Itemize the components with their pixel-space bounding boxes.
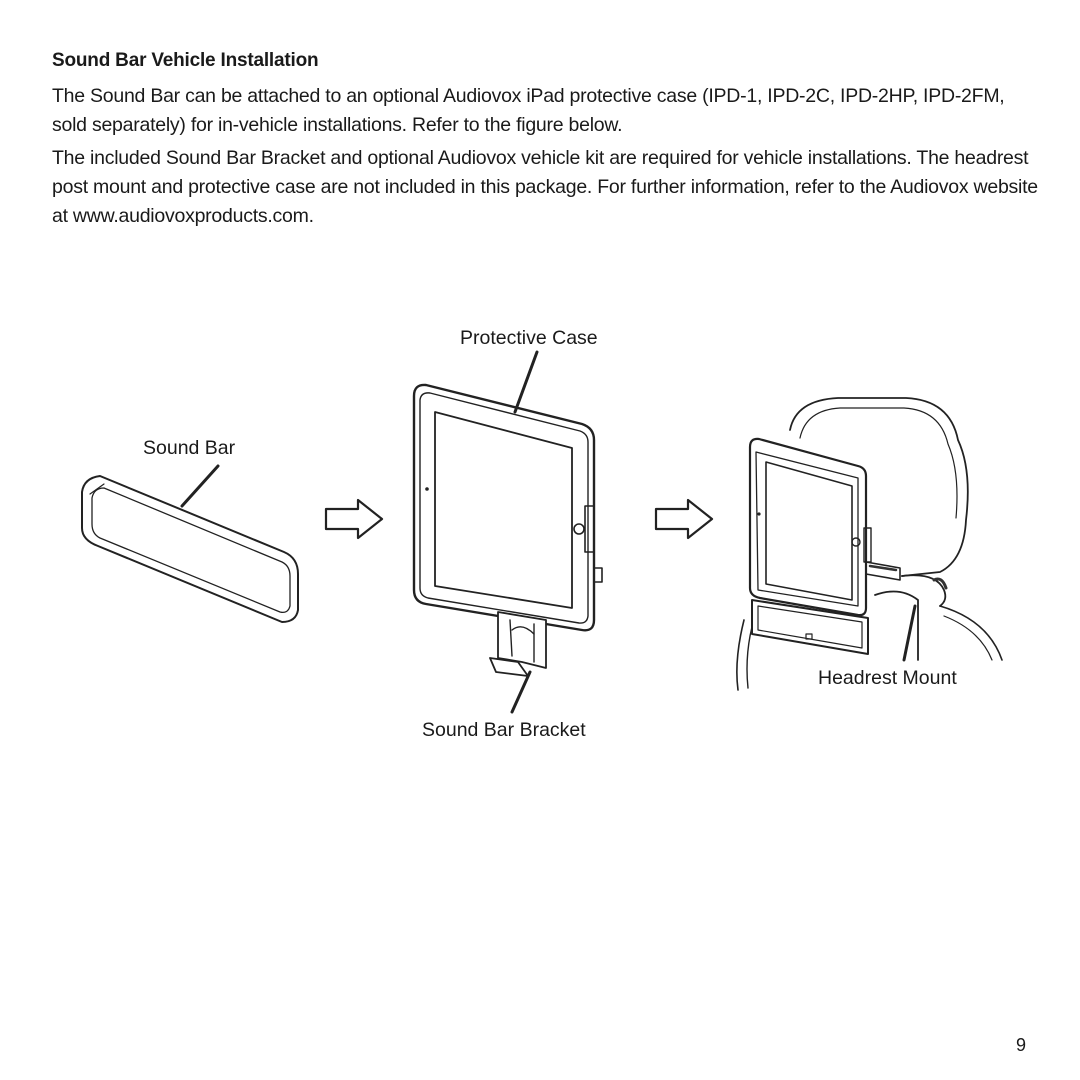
arrow-right-icon bbox=[654, 498, 714, 540]
tablet-case-illustration bbox=[412, 383, 603, 677]
page-number: 9 bbox=[1015, 1035, 1026, 1055]
intro-paragraph: The Sound Bar can be attached to an opti… bbox=[52, 85, 1005, 136]
label-sound-bar: Sound Bar bbox=[143, 437, 236, 459]
leader-line-sound-bar-bracket bbox=[510, 670, 532, 714]
arrow-right-icon bbox=[324, 498, 384, 540]
leader-line-headrest-mount bbox=[902, 604, 917, 662]
label-headrest-mount: Headrest Mount bbox=[818, 667, 957, 689]
label-sound-bar-bracket: Sound Bar Bracket bbox=[422, 719, 586, 741]
section-heading: Sound Bar Vehicle Installation bbox=[52, 50, 319, 71]
leader-line-protective-case bbox=[513, 350, 539, 414]
headrest-illustration bbox=[736, 397, 1003, 691]
label-protective-case: Protective Case bbox=[460, 327, 598, 349]
requirements-paragraph: The included Sound Bar Bracket and optio… bbox=[52, 147, 1038, 227]
leader-line-sound-bar bbox=[180, 464, 220, 508]
sound-bar-illustration bbox=[81, 475, 299, 623]
